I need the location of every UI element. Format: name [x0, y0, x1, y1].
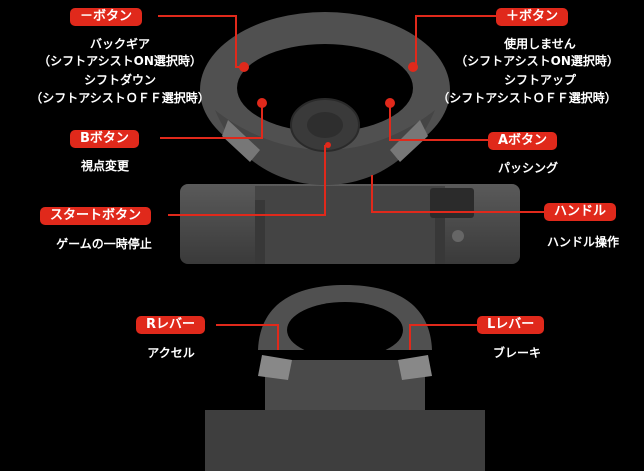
r-lever-label: Rレバー: [136, 316, 206, 334]
minus-button-desc-1: バックギア: [89, 37, 150, 51]
top-view-base: [180, 184, 520, 264]
minus-button-label: －ボタン: [70, 8, 143, 26]
minus-button-desc-2: （シフトアシストON選択時）: [38, 54, 202, 68]
a-button-label: Aボタン: [488, 132, 558, 150]
leader-lines: [158, 15, 544, 350]
r-lever-desc: アクセル: [147, 346, 195, 360]
plus-button-desc-1: 使用しません: [504, 37, 576, 51]
handle-label: ハンドル: [544, 203, 617, 221]
l-lever-desc: ブレーキ: [492, 346, 541, 360]
a-button-desc: パッシング: [497, 161, 558, 175]
start-button-label: スタートボタン: [40, 207, 152, 225]
plus-button-desc-2: （シフトアシストON選択時）: [455, 54, 619, 68]
l-lever-label: Lレバー: [477, 316, 545, 334]
b-button-desc: 視点変更: [80, 159, 129, 173]
minus-button-desc-4: （シフトアシストＯＦＦ選択時）: [30, 91, 210, 105]
b-button-label: Bボタン: [70, 130, 139, 148]
bottom-view-device: [205, 285, 485, 471]
plus-button-label: ＋ボタン: [496, 8, 569, 26]
minus-button-desc-3: シフトダウン: [83, 73, 156, 87]
handle-desc: ハンドル操作: [546, 235, 619, 249]
plus-button-desc-3: シフトアップ: [503, 73, 576, 87]
plus-button-desc-4: （シフトアシストＯＦＦ選択時）: [437, 91, 617, 105]
start-button-desc: ゲームの一時停止: [56, 237, 152, 251]
